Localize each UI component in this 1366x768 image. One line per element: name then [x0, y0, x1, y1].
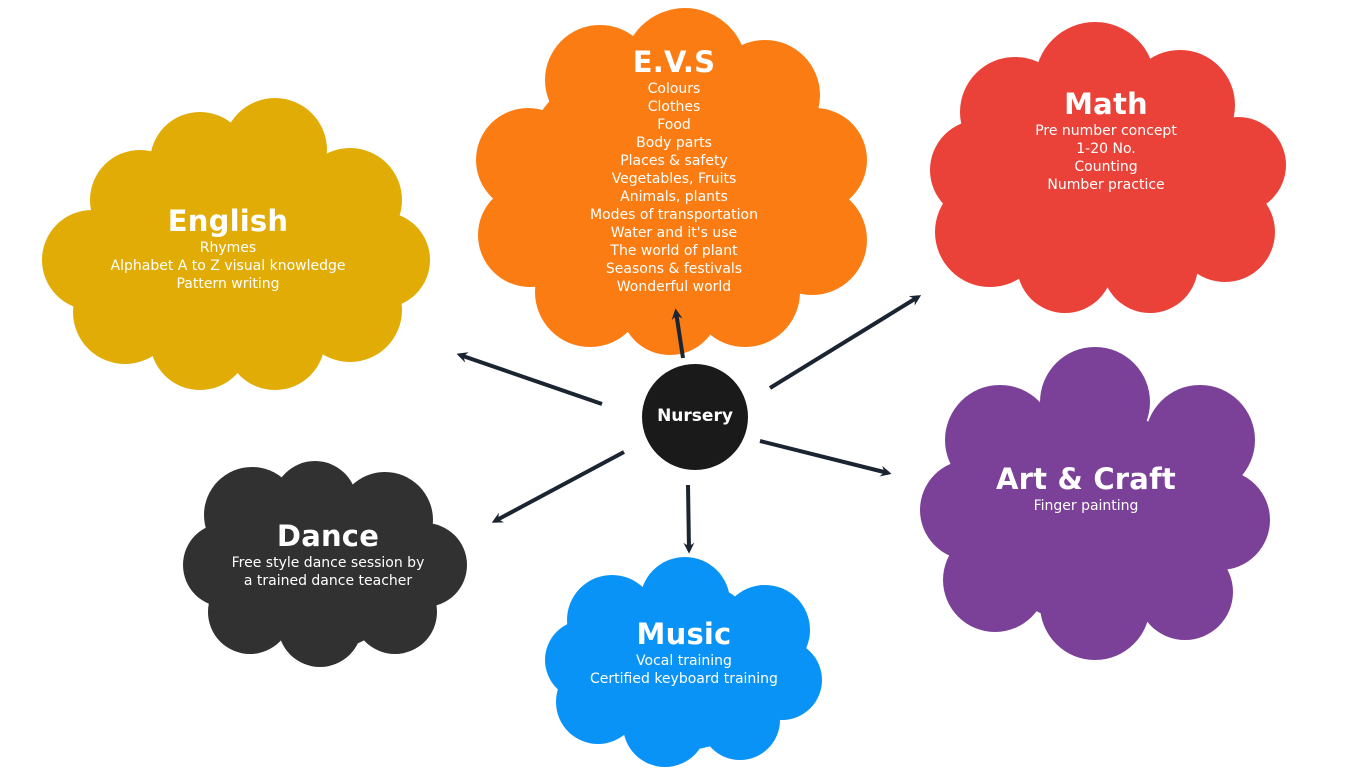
english-title: English — [167, 204, 289, 238]
arrow-to-music — [683, 484, 695, 554]
evs-topic: Seasons & festivals — [605, 261, 743, 277]
art-craft-bubble: Art & Craft Finger painting — [936, 461, 1236, 515]
math-topic: 1-20 No. — [1076, 141, 1136, 157]
english-topic: Alphabet A to Z visual knowledge — [110, 258, 346, 274]
music-cloud-shape — [545, 557, 822, 767]
arrow-to-art — [759, 439, 892, 477]
evs-topic: Colours — [647, 81, 701, 97]
evs-topic: Modes of transportation — [590, 207, 758, 223]
english-cloud-shape — [42, 98, 430, 390]
evs-title: E.V.S — [632, 45, 716, 79]
english-topic-list: Rhymes Alphabet A to Z visual knowledge … — [111, 239, 346, 293]
evs-topic: Places & safety — [620, 153, 728, 169]
art-craft-topic-list: Finger painting — [1034, 497, 1139, 515]
math-topic: Counting — [1074, 159, 1138, 175]
evs-topic: Water and it's use — [610, 225, 738, 241]
evs-topic: Wonderful world — [616, 279, 732, 295]
music-topic: Certified keyboard training — [590, 671, 778, 687]
music-bubble: Music Vocal training Certified keyboard … — [534, 616, 834, 688]
evs-topic: Clothes — [647, 99, 701, 115]
nursery-center-label: Nursery — [657, 406, 733, 426]
evs-topic: Vegetables, Fruits — [611, 171, 737, 187]
dance-bubble: Dance Free style dance session by a trai… — [178, 518, 478, 590]
nursery-center-node — [642, 364, 748, 470]
evs-topic: The world of plant — [610, 243, 738, 259]
math-topic-list: Pre number concept 1-20 No. Counting Num… — [1035, 122, 1177, 194]
evs-topic: Animals, plants — [620, 189, 728, 205]
arrow-to-dance — [491, 450, 625, 523]
dance-title: Dance — [276, 519, 380, 553]
math-topic: Number practice — [1047, 177, 1165, 193]
evs-topic-list: Colours Clothes Food Body parts Places &… — [590, 80, 758, 296]
dance-topic-list: Free style dance session by a trained da… — [232, 554, 425, 590]
art-craft-topic: Finger painting — [1033, 498, 1139, 514]
art-craft-cloud-shape — [920, 347, 1270, 660]
english-topic: Rhymes — [199, 240, 257, 256]
math-title: Math — [1064, 87, 1148, 121]
evs-topic: Body parts — [636, 135, 712, 151]
arrow-to-math — [768, 295, 922, 390]
music-topic-list: Vocal training Certified keyboard traini… — [590, 652, 778, 688]
dance-topic: a trained dance teacher — [243, 573, 413, 589]
dance-topic: Free style dance session by — [231, 555, 425, 571]
math-cloud-shape — [930, 22, 1286, 313]
math-bubble: Math Pre number concept 1-20 No. Countin… — [956, 86, 1256, 194]
english-bubble: English Rhymes Alphabet A to Z visual kn… — [78, 203, 378, 293]
art-craft-title: Art & Craft — [996, 462, 1176, 496]
dance-cloud-shape — [183, 461, 467, 667]
evs-bubble: E.V.S Colours Clothes Food Body parts Pl… — [524, 44, 824, 296]
english-topic: Pattern writing — [176, 276, 280, 292]
evs-topic: Food — [657, 117, 691, 133]
music-title: Music — [636, 617, 732, 651]
music-topic: Vocal training — [636, 653, 732, 669]
arrow-to-english — [456, 352, 603, 406]
evs-cloud-shape — [476, 8, 867, 355]
arrow-to-evs — [671, 308, 685, 359]
math-topic: Pre number concept — [1035, 123, 1177, 139]
